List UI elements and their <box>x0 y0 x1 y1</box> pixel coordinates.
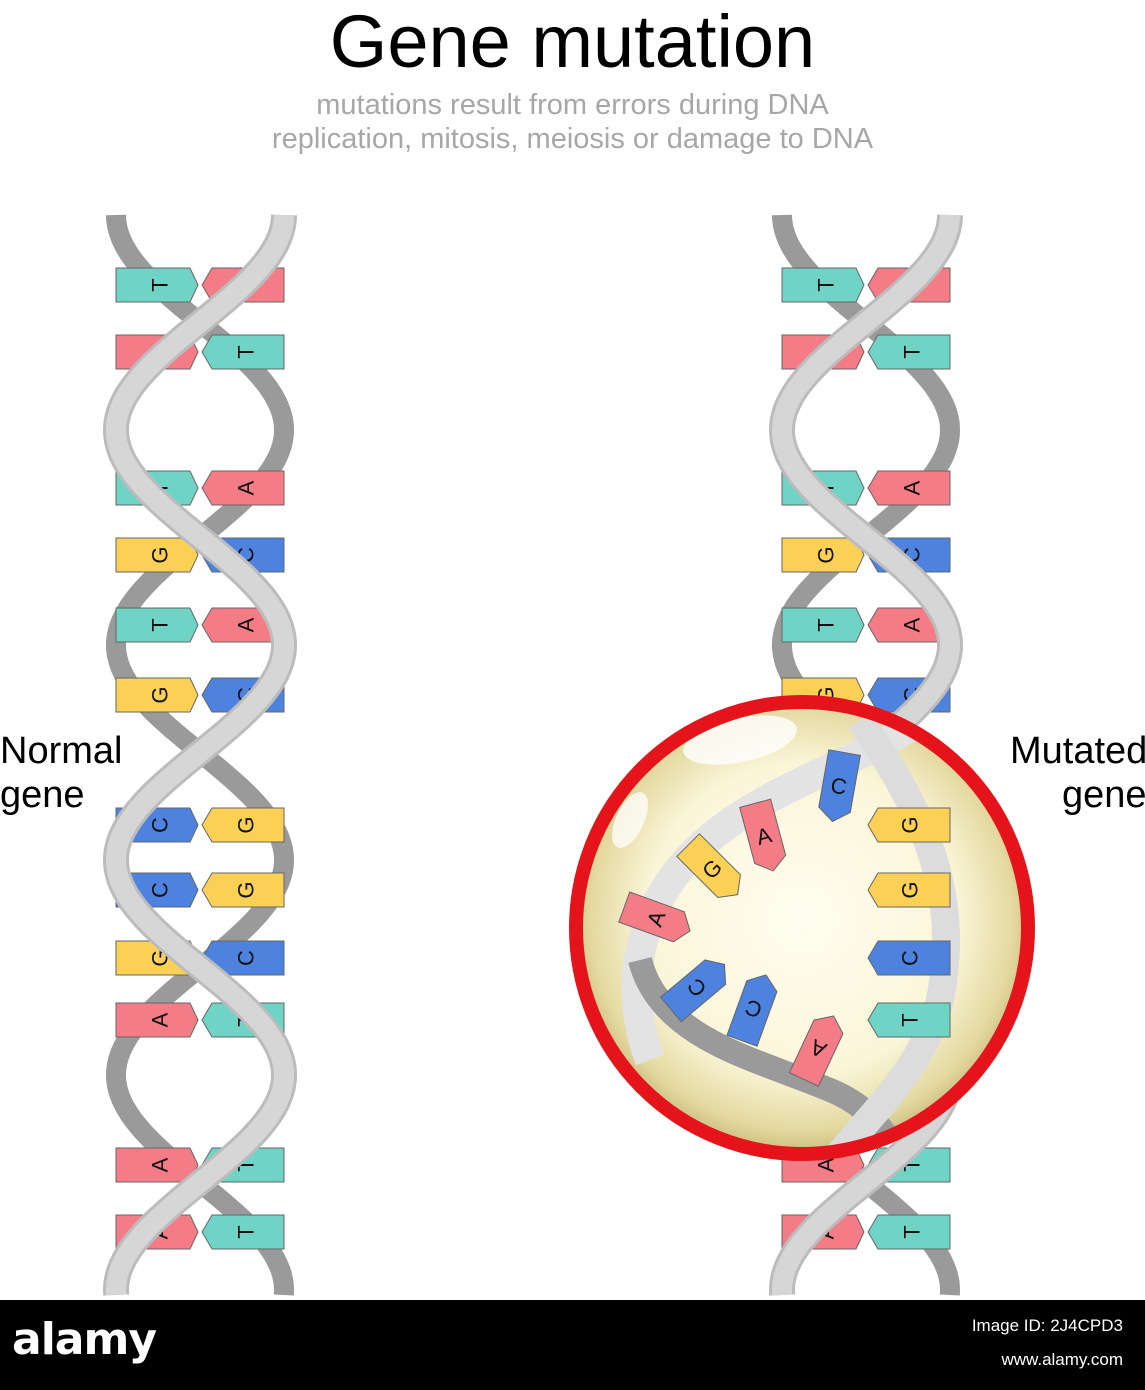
normal-base-left-letter: T <box>148 278 173 291</box>
normal-base-left-letter: A <box>148 1012 173 1027</box>
lens-base-right: T <box>868 1003 950 1037</box>
normal-base-right-letter: A <box>234 480 259 495</box>
normal-base-left-letter: C <box>148 817 173 833</box>
mutated-base-right-letter: A <box>900 617 925 632</box>
site-url: www.alamy.com <box>1001 1350 1123 1370</box>
normal-base-right-letter: C <box>234 950 259 966</box>
normal-base-right-letter: A <box>234 617 259 632</box>
lens-base-right: G <box>868 808 950 842</box>
image-id: Image ID: 2J4CPD3 <box>972 1316 1123 1336</box>
normal-base-left-letter: G <box>148 546 173 563</box>
lens-base-right: C <box>868 941 950 975</box>
lens-base-letter: G <box>898 881 923 898</box>
normal-label-line-1: Normal <box>0 730 122 772</box>
normal-base-right-letter: G <box>234 816 259 833</box>
lens-base-letter: T <box>898 1013 923 1026</box>
mutated-base-left-letter: T <box>814 278 839 291</box>
normal-base-right-letter: G <box>234 881 259 898</box>
normal-base-right-letter: T <box>234 1225 259 1238</box>
mutated-base-left-letter: G <box>814 546 839 563</box>
normal-base-left-letter: C <box>148 882 173 898</box>
mutated-label-line-2: gene <box>1062 774 1145 816</box>
mutated-base-right-letter: T <box>900 345 925 358</box>
normal-label-line-2: gene <box>0 774 85 816</box>
brand-logo: alamy <box>12 1314 156 1365</box>
normal-base-left-letter: A <box>148 1157 173 1172</box>
normal-base-left-letter: T <box>148 618 173 631</box>
footer-bar: alamy Image ID: 2J4CPD3 www.alamy.com <box>0 1300 1145 1390</box>
normal-base-left-letter: G <box>148 686 173 703</box>
mutated-base-left-letter: T <box>814 618 839 631</box>
lens-base-letter: C <box>898 950 923 966</box>
mutated-base-right-letter: T <box>900 1225 925 1238</box>
lens-base-letter: G <box>898 816 923 833</box>
mutated-base-right-letter: A <box>900 480 925 495</box>
normal-base-right-letter: T <box>234 345 259 358</box>
lens-base-right: G <box>868 873 950 907</box>
mutated-label-line-1: Mutated <box>1010 730 1145 772</box>
